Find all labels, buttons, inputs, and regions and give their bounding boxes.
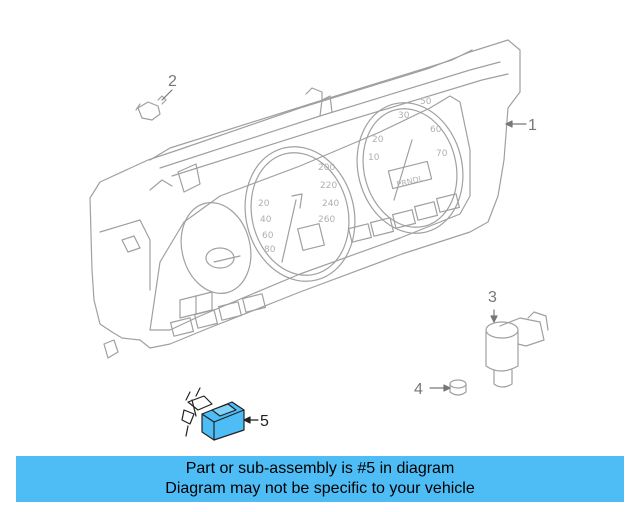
tacho-numeral: 30 [398, 111, 410, 121]
speed-numeral: 60 [262, 231, 274, 241]
callout-1: 1 [528, 117, 537, 134]
tacho-numeral: 10 [368, 153, 380, 163]
speed-numeral: 240 [322, 199, 339, 209]
banner-line-part: Part or sub-assembly is #5 in diagram [185, 460, 455, 477]
callout-5: 5 [260, 413, 269, 430]
part-5-connector [181, 387, 259, 441]
speed-numeral: 200 [318, 163, 335, 173]
part-4-bushing [429, 379, 467, 396]
tacho-numeral: 20 [372, 135, 384, 145]
speed-numeral: 260 [318, 215, 335, 225]
tacho-numeral: 60 [430, 125, 442, 135]
speed-numeral: 220 [320, 181, 337, 191]
gear-display: PRNDL [396, 174, 425, 189]
part-3-relay [485, 309, 549, 388]
banner-line-disclaimer: Diagram may not be specific to your vehi… [165, 480, 475, 497]
tacho-numeral: 70 [436, 149, 448, 159]
callout-2: 2 [168, 73, 177, 90]
callout-3: 3 [488, 289, 497, 306]
instrument-cluster-housing [89, 39, 527, 359]
part-2-bulb [135, 89, 173, 121]
info-banner: Part or sub-assembly is #5 in diagram Di… [16, 456, 624, 502]
callout-4: 4 [414, 381, 423, 398]
speed-numeral: 80 [264, 245, 276, 255]
speed-numeral: 20 [258, 199, 270, 209]
instrument-cluster-diagram: 20 40 60 80 200 220 240 260 10 20 30 50 … [89, 39, 549, 441]
speed-numeral: 40 [260, 215, 272, 225]
tacho-numeral: 50 [420, 97, 432, 107]
gauge-numerals: 20 40 60 80 200 220 240 260 10 20 30 50 … [258, 97, 448, 255]
